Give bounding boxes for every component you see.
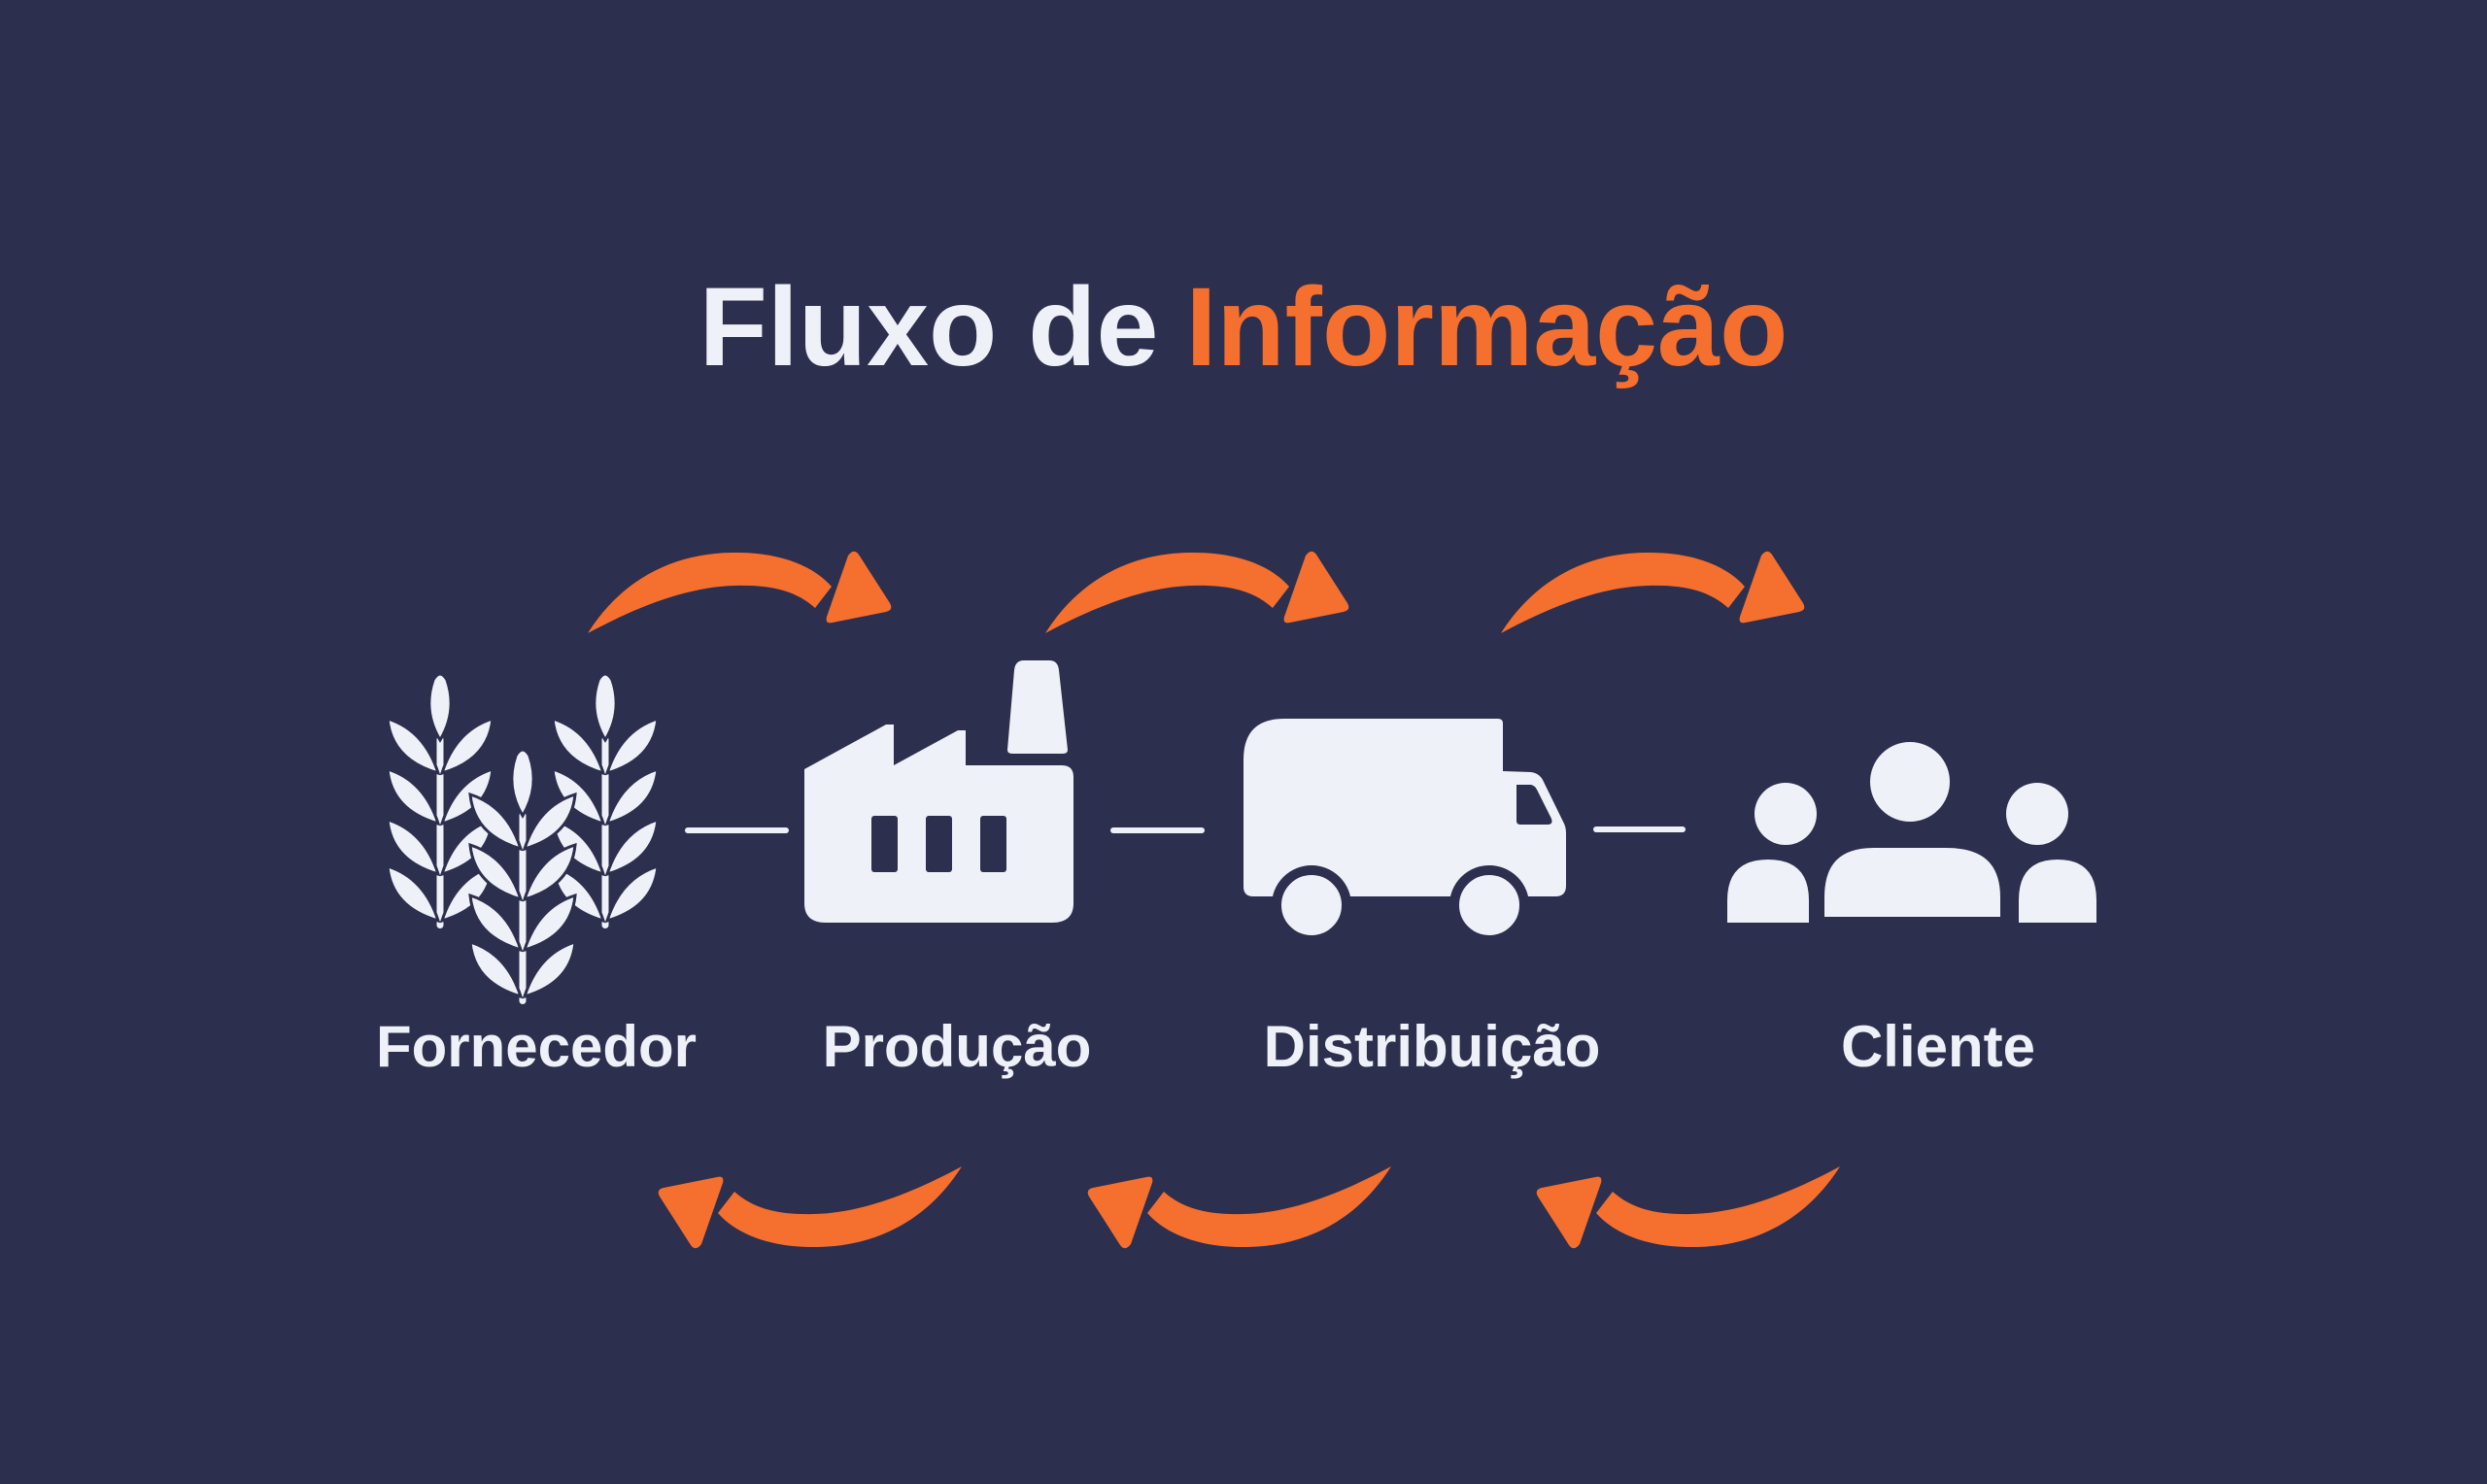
stage-label-fornecedor: Fornecedor (375, 1014, 698, 1079)
connector-line-1 (685, 827, 789, 833)
customer-center-person (1813, 730, 2012, 928)
flow-arrow-left-icon-1 (658, 1166, 962, 1249)
delivery-truck-icon (1244, 719, 1566, 945)
connector-line-3 (1593, 826, 1686, 832)
connector-line-2 (1110, 827, 1205, 833)
flow-arrow-right-icon-3 (1501, 551, 1805, 633)
customer-right-person (2006, 783, 2096, 923)
stage-label-producao: Produção (822, 1014, 1092, 1079)
flow-arrow-left-icon-3 (1536, 1166, 1840, 1249)
flow-arrow-right-icon-1 (588, 551, 892, 633)
flow-arrow-right-icon-2 (1045, 551, 1349, 633)
flow-arrow-left-icon-2 (1087, 1166, 1391, 1249)
factory-icon (804, 660, 1073, 923)
page-title-part-white: Fluxo de (698, 265, 1159, 389)
customers-group-icon (1727, 730, 2096, 928)
stage-label-cliente: Cliente (1840, 1014, 2036, 1079)
page-title-part-accent: Informação (1185, 265, 1789, 389)
stage-label-distribuicao: Distribuição (1263, 1014, 1601, 1079)
wheat-grain-icon (388, 674, 658, 1004)
customer-left-person (1727, 783, 1817, 923)
